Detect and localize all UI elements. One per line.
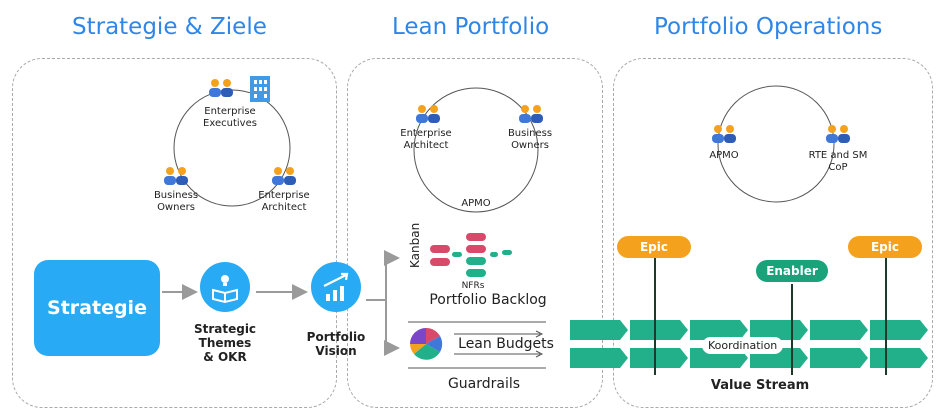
kanban-item [466,257,486,265]
label-value-stream: Value Stream [710,378,810,393]
arrow-vision-kanban [366,250,400,301]
label-guardrails: Guardrails [447,376,521,392]
panel-lean-portfolio [347,58,603,408]
office-building-icon [250,76,270,102]
label-nfrs: NFRs [461,281,485,291]
enabler-badge: Enabler [756,260,828,282]
value-stream-arrows [570,320,928,368]
people-group-icon [519,105,543,123]
label-apmo-middle: APMO [461,198,491,209]
panel-portfolio-operations [613,58,933,408]
arrow-vision-budgets [384,300,400,356]
strategie-box: Strategie [34,260,160,356]
label-lean-budgets: Lean Budgets [458,336,554,352]
epic-badge: Epic [848,236,922,258]
kanban-item [466,233,486,241]
kanban-item [466,269,486,277]
people-group-icon [712,125,736,143]
panel-strategie [12,58,337,408]
kanban-item [430,245,450,253]
label-portfolio-backlog: Portfolio Backlog [429,292,547,308]
people-group-icon [826,125,850,143]
people-group-icon [416,105,440,123]
roles-cycle-right [717,85,835,203]
people-group-icon [164,167,188,185]
kanban-item [502,250,512,255]
growth-chart-icon [311,262,361,312]
people-group-icon [209,79,233,97]
kanban-item [430,258,450,266]
kanban-item [452,252,462,257]
kanban-item [490,252,498,257]
roles-cycle-middle [413,87,539,213]
heading-portfolio-operations: Portfolio Operations [654,14,883,40]
heading-strategie-ziele: Strategie & Ziele [72,14,267,40]
pie-chart-icon [410,327,443,360]
label-koordination: Koordination [702,337,784,354]
lightbulb-book-icon [200,262,250,312]
label-kanban: Kanban [408,222,422,268]
kanban-item [466,245,486,253]
heading-lean-portfolio: Lean Portfolio [392,14,550,40]
epic-badge: Epic [617,236,691,258]
people-group-icon [272,167,296,185]
label-apmo-right: APMO [709,150,739,161]
